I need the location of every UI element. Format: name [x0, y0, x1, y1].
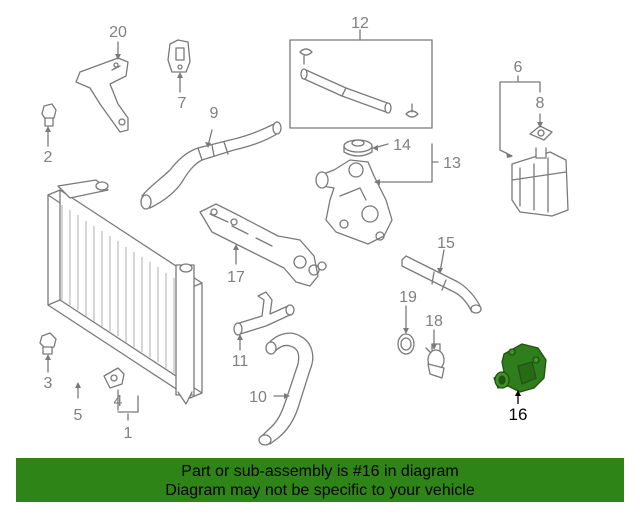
- leader-16: [515, 390, 521, 404]
- callout-15[interactable]: 15: [437, 235, 455, 252]
- callout-19[interactable]: 19: [399, 289, 417, 306]
- part-upper-hose[interactable]: [140, 121, 282, 210]
- part-thermostat-gasket[interactable]: [397, 333, 415, 355]
- part-bypass-pipe[interactable]: [233, 291, 295, 336]
- callout-3[interactable]: 3: [44, 375, 53, 392]
- info-banner: Part or sub-assembly is #16 in diagram D…: [16, 458, 624, 502]
- callout-13[interactable]: 13: [443, 155, 461, 172]
- callout-10[interactable]: 10: [249, 389, 267, 406]
- callout-11[interactable]: 11: [232, 353, 249, 370]
- part-heater-hose-kit[interactable]: [289, 39, 433, 129]
- part-thermostat[interactable]: [425, 343, 445, 379]
- part-intake-gasket-plate[interactable]: [199, 203, 327, 287]
- callout-16-highlighted[interactable]: 16: [509, 405, 528, 424]
- part-thermostat-housing[interactable]: [493, 343, 547, 393]
- callout-18[interactable]: 18: [425, 313, 443, 330]
- callout-numbers: 20 12 6 8 7 9 2 14 13 15 17 19 18 11 3 4…: [44, 15, 545, 442]
- part-water-outlet-assembly[interactable]: [315, 159, 393, 245]
- callout-1[interactable]: 1: [124, 425, 133, 442]
- part-radiator-mount[interactable]: [103, 367, 125, 389]
- part-upper-mount-clip[interactable]: [167, 39, 191, 73]
- callout-20[interactable]: 20: [109, 24, 127, 41]
- part-drain-plug[interactable]: [41, 103, 57, 127]
- callout-7[interactable]: 7: [178, 95, 187, 112]
- callout-17[interactable]: 17: [227, 269, 245, 286]
- callout-9[interactable]: 9: [210, 105, 219, 122]
- part-bypass-hose[interactable]: [401, 255, 482, 314]
- leader-arrowheads: [45, 54, 543, 399]
- part-reservoir-cap[interactable]: [529, 125, 553, 141]
- callout-2[interactable]: 2: [44, 149, 53, 166]
- part-reservoir[interactable]: [511, 147, 569, 217]
- banner-line-disclaimer: Diagram may not be specific to your vehi…: [165, 482, 475, 499]
- callout-6[interactable]: 6: [514, 59, 523, 76]
- banner-line-part: Part or sub-assembly is #16 in diagram: [181, 463, 459, 480]
- callout-4[interactable]: 4: [114, 393, 123, 410]
- part-support-bracket[interactable]: [75, 57, 129, 133]
- callout-14[interactable]: 14: [393, 137, 411, 154]
- part-radiator-cap[interactable]: [343, 139, 373, 157]
- part-radiator[interactable]: [47, 179, 203, 405]
- callout-12[interactable]: 12: [351, 15, 369, 32]
- part-lower-hose[interactable]: [258, 332, 314, 446]
- part-drain-plug-lower[interactable]: [39, 332, 57, 355]
- callout-8[interactable]: 8: [536, 95, 545, 112]
- callout-5[interactable]: 5: [74, 407, 83, 424]
